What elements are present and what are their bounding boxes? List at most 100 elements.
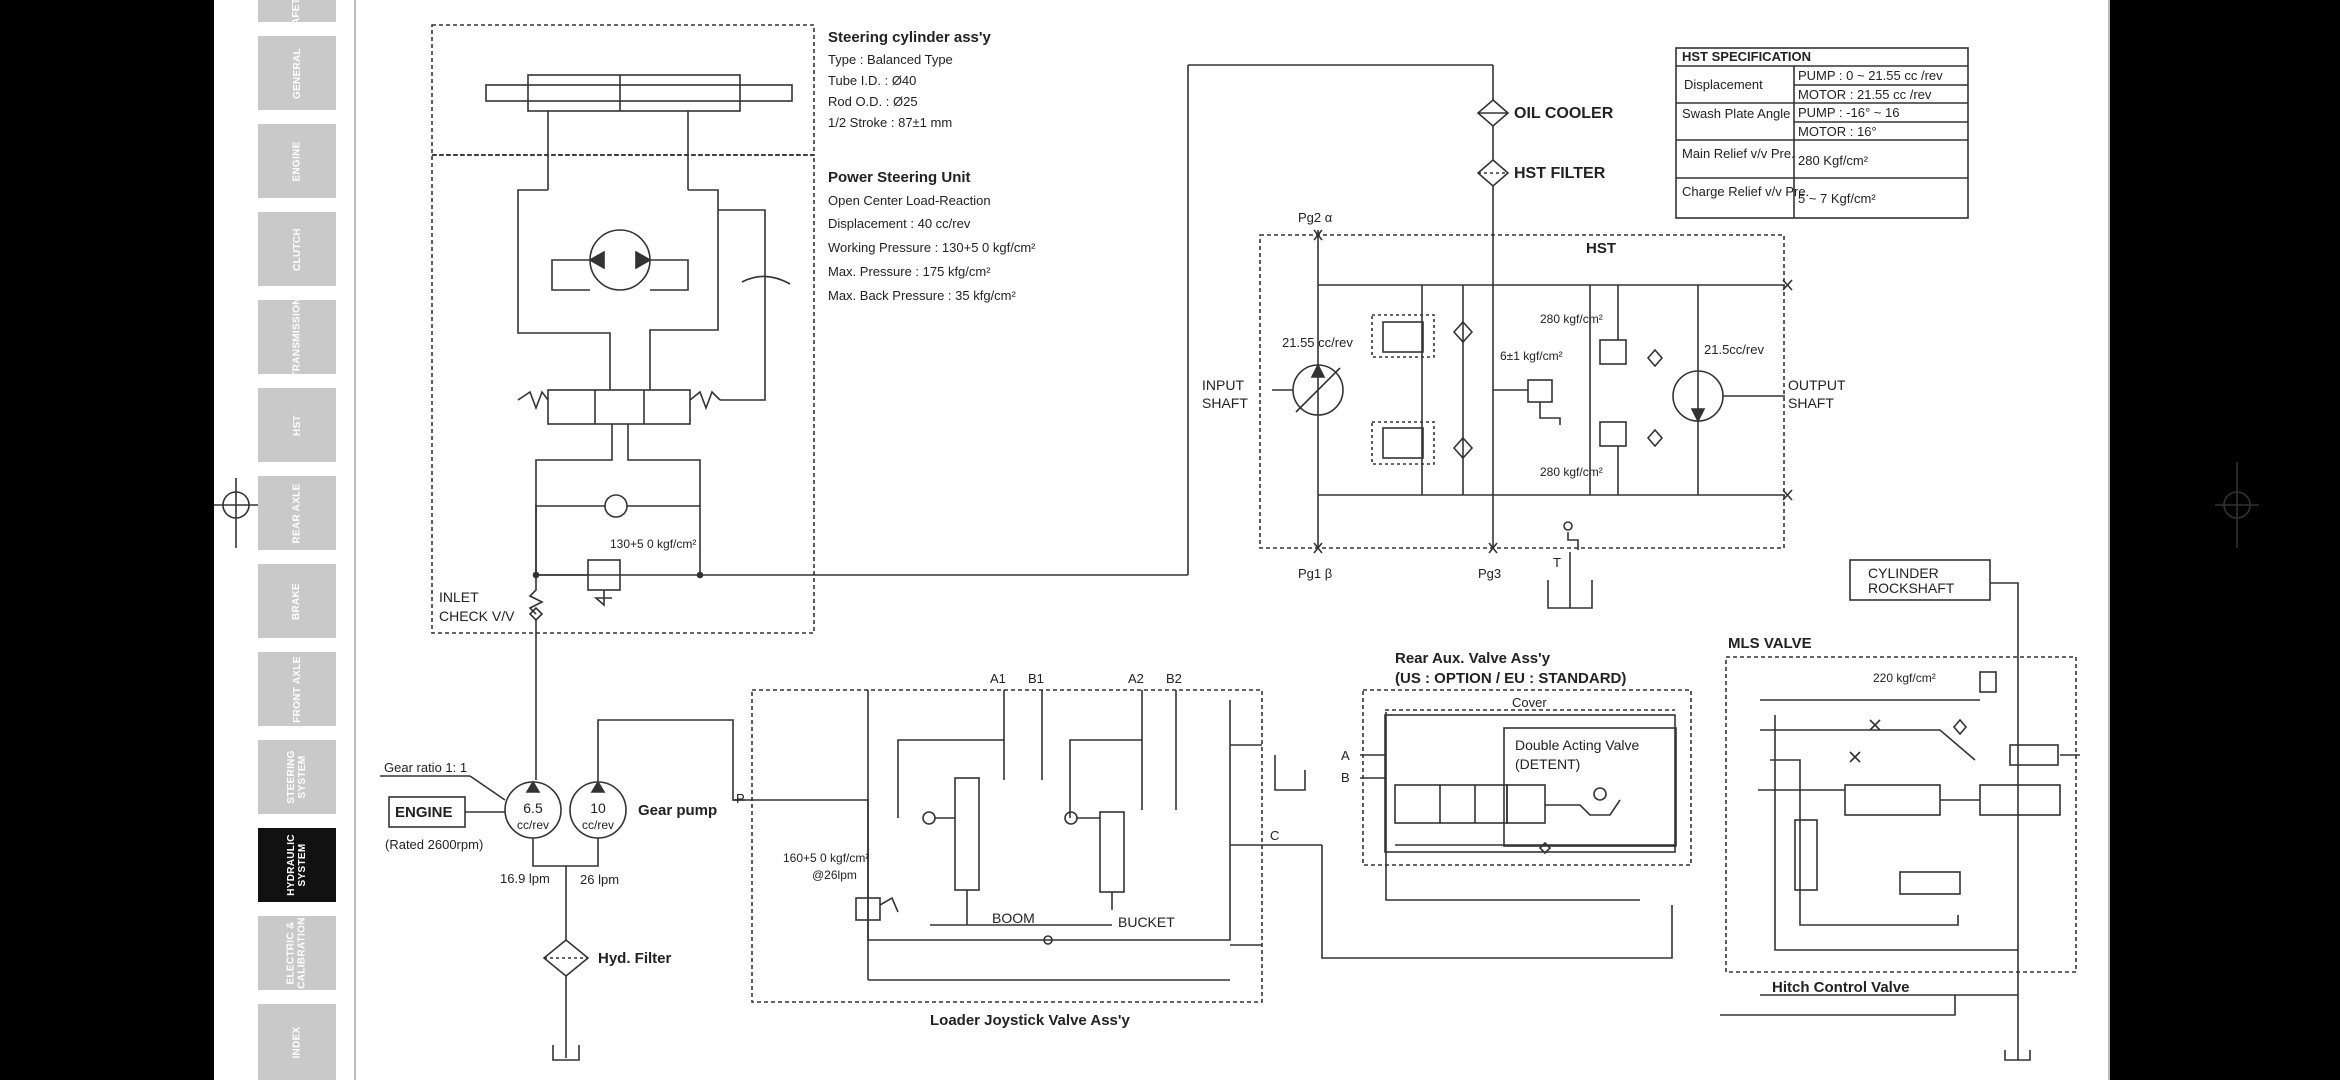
loader-title: Loader Joystick Valve Ass'y: [930, 1012, 1130, 1029]
steering-cylinder: [431, 24, 815, 190]
tab-electric-calibration[interactable]: ELECTRIC & CALIBRATION: [258, 916, 336, 990]
rear-port-b: B: [1341, 770, 1350, 785]
gear-pump-label: Gear pump: [638, 802, 717, 819]
hst-filter-label: HST FILTER: [1514, 165, 1606, 182]
spec-row3-val1: 280 Kgf/cm²: [1798, 153, 1869, 168]
tab-index[interactable]: INDEX: [258, 1004, 336, 1080]
psu-line5: Max. Back Pressure : 35 kfg/cm²: [828, 288, 1017, 303]
spec-row2-name: Swash Plate Angle: [1682, 106, 1790, 121]
tab-hydraulic-system[interactable]: HYDRAULIC SYSTEM: [258, 828, 336, 902]
tab-engine[interactable]: ENGINE: [258, 124, 336, 198]
boom-label: BOOM: [992, 910, 1035, 926]
psu-line2: Displacement : 40 cc/rev: [828, 216, 971, 231]
rear-aux-title2: (US : OPTION / EU : STANDARD): [1395, 670, 1626, 687]
page-edge-rule: [2108, 0, 2110, 1080]
tab-safety[interactable]: SAFETY: [258, 0, 336, 32]
rear-aux-cover: Cover: [1512, 695, 1547, 710]
spec-row4-val1: 5 ~ 7 Kgf/cm²: [1798, 191, 1876, 206]
flow1-label: 16.9 lpm: [500, 871, 550, 886]
loader-relief-b: @26lpm: [812, 868, 857, 882]
mls-relief: 220 kgf/cm²: [1873, 671, 1936, 685]
bucket-label: BUCKET: [1118, 914, 1175, 930]
port-c: C: [1270, 828, 1279, 843]
pump1-disp-a: 6.5: [523, 800, 543, 816]
tab-steering-system[interactable]: STEERING SYSTEM: [258, 740, 336, 814]
hst-relief-bottom: 280 kgf/cm²: [1540, 465, 1603, 479]
steering-title: Steering cylinder ass'y: [828, 29, 991, 46]
spec-row1-name: Displacement: [1684, 77, 1763, 92]
input-shaft-1: INPUT: [1202, 377, 1244, 393]
port-a2: A2: [1128, 671, 1144, 686]
pump-disp-label: 21.55 cc/rev: [1282, 335, 1353, 350]
tab-transmission[interactable]: TRANSMISSION: [258, 297, 336, 377]
motor-disp-label: 21.5cc/rev: [1704, 342, 1764, 357]
hst-block: [1259, 229, 1793, 609]
flow2-label: 26 lpm: [580, 872, 619, 887]
steering-type: Type : Balanced Type: [828, 52, 953, 67]
tank-t-label: T: [1553, 555, 1561, 570]
tab-front-axle[interactable]: FRONT AXLE: [258, 652, 336, 726]
hst-title: HST: [1586, 240, 1616, 257]
rated-rpm-label: (Rated 2600rpm): [385, 837, 483, 852]
rear-aux-title1: Rear Aux. Valve Ass'y: [1395, 650, 1551, 667]
mls-title: MLS VALVE: [1728, 635, 1812, 652]
input-shaft-2: SHAFT: [1202, 395, 1248, 411]
cylinder-label-1: CYLINDER: [1868, 565, 1939, 581]
spec-row4-name: Charge Relief v/v Pre.: [1682, 184, 1809, 199]
rear-aux-valve: [1360, 689, 1692, 901]
pg1-label: Pg1 β: [1298, 566, 1332, 581]
engine-label: ENGINE: [395, 804, 453, 821]
hst-spec-table: [1675, 47, 1969, 219]
spec-row3-name: Main Relief v/v Pre.: [1682, 146, 1795, 161]
port-b2: B2: [1166, 671, 1182, 686]
pg2-label: Pg2 α: [1298, 210, 1333, 225]
steering-tube: Tube I.D. : Ø40: [828, 73, 916, 88]
tab-hst[interactable]: HST: [258, 388, 336, 462]
hyd-filter-label: Hyd. Filter: [598, 950, 672, 967]
psu-title: Power Steering Unit: [828, 169, 971, 186]
port-a1: A1: [990, 671, 1006, 686]
steering-stroke: 1/2 Stroke : 87±1 mm: [828, 115, 952, 130]
tab-general[interactable]: GENERAL: [258, 36, 336, 110]
psu-line1: Open Center Load-Reaction: [828, 193, 991, 208]
hst-relief-top: 280 kgf/cm²: [1540, 312, 1603, 326]
tab-clutch[interactable]: CLUTCH: [258, 212, 336, 286]
tab-rear-axle[interactable]: REAR AXLE: [258, 476, 336, 550]
cylinder-label-2: ROCKSHAFT: [1868, 580, 1955, 596]
inlet-label-1: INLET: [439, 589, 479, 605]
loader-joystick-valve: [733, 689, 1673, 1003]
power-steering-unit: [431, 64, 1493, 634]
psu-line4: Max. Pressure : 175 kfg/cm²: [828, 264, 991, 279]
registration-mark-right: [2215, 462, 2259, 548]
pg3-label: Pg3: [1478, 566, 1501, 581]
spec-row2-val2: MOTOR : 16°: [1798, 124, 1877, 139]
double-acting-label: Double Acting Valve: [1515, 737, 1639, 753]
psu-line3: Working Pressure : 130+5 0 kgf/cm²: [828, 240, 1036, 255]
spec-row1-val1: PUMP : 0 ~ 21.55 cc /rev: [1798, 68, 1943, 83]
oil-cooler-and-hst-filter: [1476, 65, 1510, 548]
inlet-label-2: CHECK V/V: [439, 608, 515, 624]
registration-mark-left: [214, 478, 258, 548]
hst-charge-relief: 6±1 kgf/cm²: [1500, 349, 1563, 363]
output-shaft-1: OUTPUT: [1788, 377, 1846, 393]
pump2-disp-b: cc/rev: [582, 818, 614, 832]
steering-rod: Rod O.D. : Ø25: [828, 94, 918, 109]
detent-label: (DETENT): [1515, 756, 1580, 772]
psu-relief-label: 130+5 0 kgf/cm²: [610, 537, 696, 551]
gear-ratio-label: Gear ratio 1: 1: [384, 760, 467, 775]
mls-valve: [1720, 559, 2080, 1061]
port-b1: B1: [1028, 671, 1044, 686]
spec-row2-val1: PUMP : -16° ~ 16: [1798, 105, 1899, 120]
loader-relief-a: 160+5 0 kgf/cm²: [783, 851, 869, 865]
pump1-disp-b: cc/rev: [517, 818, 549, 832]
sidebar-divider: [354, 0, 356, 1080]
tab-brake[interactable]: BRAKE: [258, 564, 336, 638]
hst-spec-title: HST SPECIFICATION: [1682, 49, 1811, 64]
pump2-disp-a: 10: [590, 800, 606, 816]
oil-cooler-label: OIL COOLER: [1514, 105, 1614, 122]
spec-row1-val2: MOTOR : 21.55 cc /rev: [1798, 87, 1932, 102]
rear-port-a: A: [1341, 748, 1350, 763]
hitch-title: Hitch Control Valve: [1772, 979, 1910, 996]
